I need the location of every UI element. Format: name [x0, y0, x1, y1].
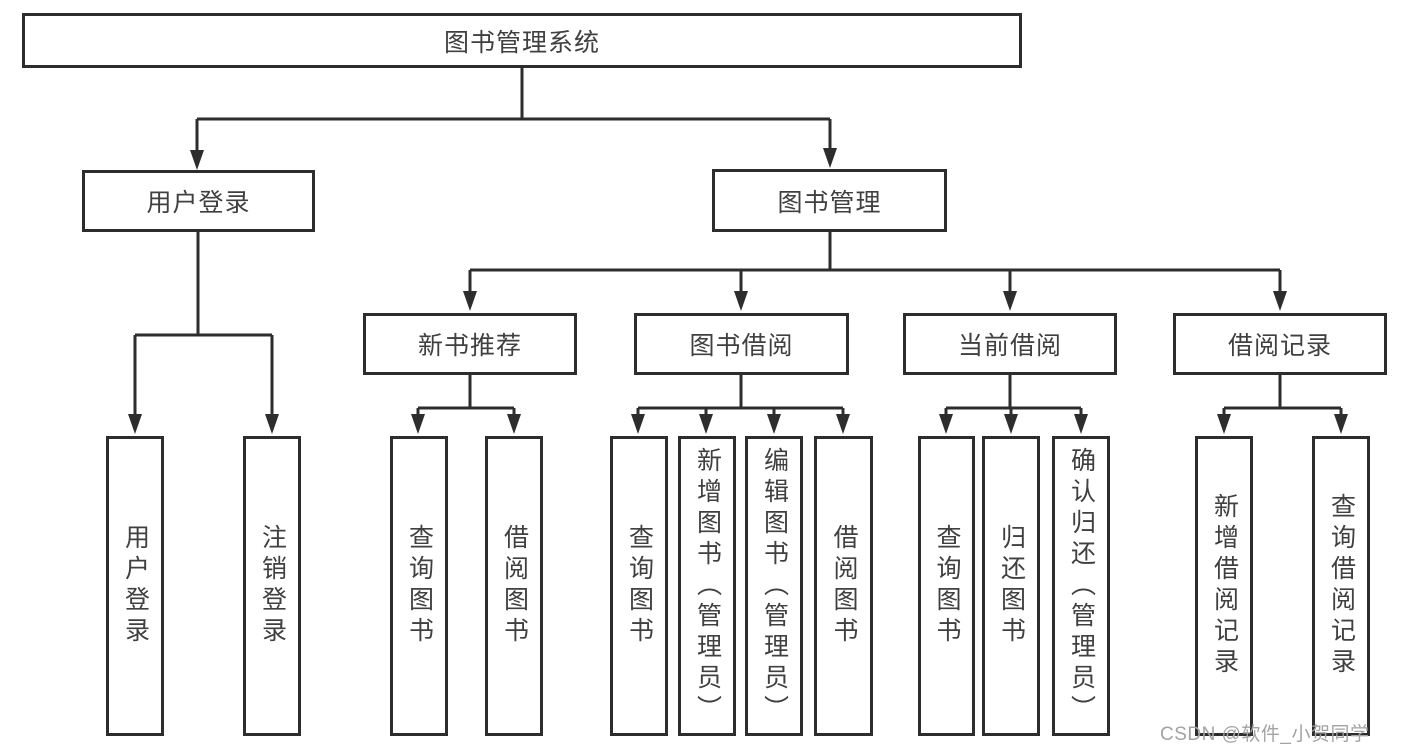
leaf-return-book: 归还图书 [982, 436, 1040, 736]
node-label: 借阅图书 [830, 524, 858, 648]
node-label: 编辑图书（管理员） [760, 446, 789, 726]
node-book-management: 图书管理 [712, 169, 947, 232]
node-label: 查询图书 [625, 524, 654, 648]
leaf-confirm-return-admin: 确认归还（管理员） [1052, 436, 1110, 736]
node-label: 查询图书 [933, 524, 961, 648]
node-label: 确认归还（管理员） [1067, 446, 1096, 726]
node-label: 新增图书（管理员） [693, 446, 722, 726]
node-user-login: 用户登录 [82, 170, 315, 232]
node-new-book-recommend: 新书推荐 [363, 313, 577, 375]
node-label: 借阅记录 [1227, 332, 1332, 360]
node-label: 查询借阅记录 [1327, 493, 1356, 679]
leaf-user-login: 用户登录 [106, 436, 164, 736]
node-label: 用户登录 [146, 189, 251, 217]
node-label: 用户登录 [121, 524, 150, 648]
leaf-borrow-books-borrowing: 借阅图书 [814, 436, 873, 736]
leaf-query-books-current: 查询图书 [918, 436, 975, 736]
node-root-system: 图书管理系统 [22, 13, 1022, 68]
node-label: 图书管理 [777, 188, 882, 217]
leaf-edit-book-admin: 编辑图书（管理员） [745, 436, 803, 736]
node-label: 借阅图书 [500, 524, 529, 648]
leaf-add-book-admin: 新增图书（管理员） [678, 436, 736, 736]
csdn-watermark: CSDN @软件_小贺同学 [1160, 724, 1370, 745]
leaf-borrow-books-recommend: 借阅图书 [485, 436, 543, 736]
leaf-logout: 注销登录 [243, 436, 301, 736]
node-label: 归还图书 [997, 524, 1026, 648]
node-label: 当前借阅 [957, 332, 1062, 360]
node-current-borrowing: 当前借阅 [903, 313, 1117, 375]
node-label: 查询图书 [405, 524, 434, 648]
node-label: 图书借阅 [689, 332, 794, 360]
node-label: 新增借阅记录 [1210, 493, 1239, 679]
node-label: 新书推荐 [417, 332, 522, 360]
node-book-borrowing: 图书借阅 [634, 313, 849, 375]
node-label: 图书管理系统 [443, 28, 600, 57]
leaf-add-borrow-record: 新增借阅记录 [1195, 436, 1253, 736]
node-label: 注销登录 [258, 524, 287, 648]
leaf-query-borrow-record: 查询借阅记录 [1312, 436, 1370, 736]
leaf-query-books-recommend: 查询图书 [390, 436, 448, 736]
arrowheads [128, 148, 1348, 434]
node-borrowing-records: 借阅记录 [1173, 313, 1387, 375]
leaf-query-books-borrowing: 查询图书 [610, 436, 668, 736]
